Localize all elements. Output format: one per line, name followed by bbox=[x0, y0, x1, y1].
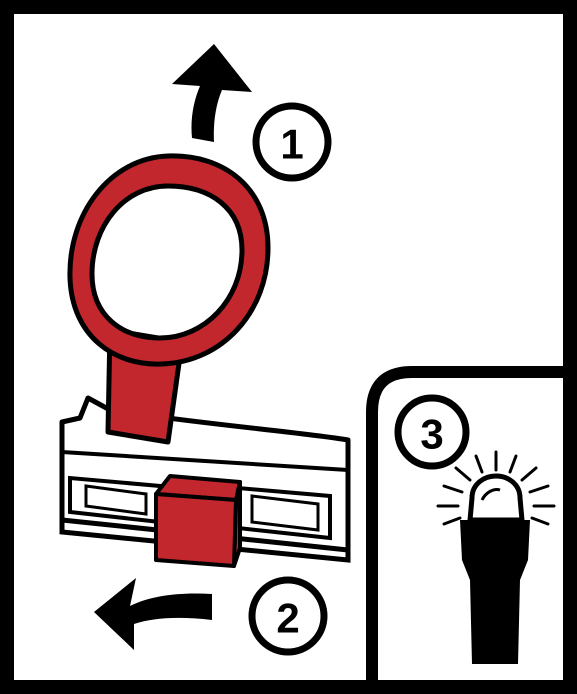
step-3-label: 3 bbox=[398, 398, 466, 466]
latch-block bbox=[156, 476, 240, 566]
step-2-label: 2 bbox=[252, 580, 324, 652]
step-1-label: 1 bbox=[256, 106, 328, 178]
step-2-number: 2 bbox=[276, 595, 299, 642]
step-3-number: 3 bbox=[420, 411, 443, 458]
step-1-number: 1 bbox=[280, 121, 303, 168]
